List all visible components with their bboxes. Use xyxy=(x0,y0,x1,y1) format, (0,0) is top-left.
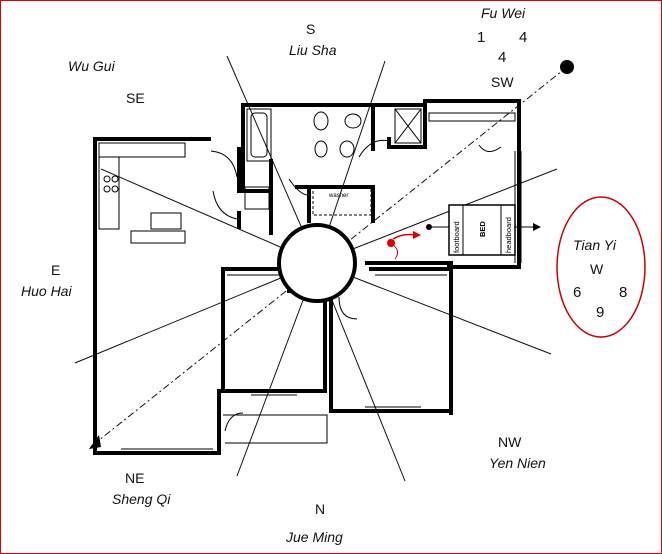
label-southeast: SE xyxy=(126,90,145,106)
toilet xyxy=(313,111,329,131)
stove-burner xyxy=(111,185,119,193)
label-south: S xyxy=(306,21,316,37)
bed-pointer-dot xyxy=(426,224,432,230)
closet-shelf xyxy=(428,112,516,122)
stove-burner xyxy=(103,185,111,193)
shower xyxy=(394,108,422,144)
bathtub-inner xyxy=(250,112,268,158)
kitchen-counter xyxy=(98,142,186,158)
walls xyxy=(93,99,521,455)
label-east: E xyxy=(51,262,61,278)
bed-frame xyxy=(448,204,516,256)
tian-yi-number: 9 xyxy=(596,304,605,321)
door-arc xyxy=(210,150,238,178)
kitchen-fixture xyxy=(244,186,270,210)
fu-wei-number: 4 xyxy=(519,29,528,46)
door-arc xyxy=(478,144,502,152)
tian-yi-number: 8 xyxy=(619,284,628,301)
label-fu-wei: Fu Wei xyxy=(481,5,526,21)
toilet xyxy=(314,140,328,158)
label-sheng-qi: Sheng Qi xyxy=(112,491,171,507)
label-southwest: SW xyxy=(491,74,514,90)
fixtures xyxy=(98,108,522,450)
sink xyxy=(344,113,362,129)
tian-yi-ellipse xyxy=(556,196,646,338)
kitchen-counter xyxy=(98,156,120,230)
center-circle xyxy=(277,223,357,303)
headboard-arrowhead xyxy=(533,223,541,231)
bathtub xyxy=(246,108,272,162)
door-arc xyxy=(288,178,312,196)
label-yen-nien: Yen Nien xyxy=(489,455,546,471)
left-wing-wall xyxy=(93,137,221,455)
fu-wei-number: 1 xyxy=(477,29,486,46)
sw-axis-dot xyxy=(560,60,574,74)
sector-line xyxy=(74,262,318,364)
footboard-label: footboard xyxy=(452,221,461,253)
bedroom-wall xyxy=(329,291,453,413)
label-jue-ming: Jue Ming xyxy=(286,529,343,545)
stove-burner xyxy=(111,175,119,183)
sink xyxy=(339,140,355,158)
direction-arrow xyxy=(392,233,416,240)
washer-label: washer xyxy=(328,193,348,199)
tian-yi-number: 6 xyxy=(573,284,582,301)
stove-burner xyxy=(103,175,111,183)
label-northeast: NE xyxy=(125,470,145,486)
label-wu-gui: Wu Gui xyxy=(68,58,115,74)
direction-arrowhead xyxy=(413,231,421,239)
bed-label: BED xyxy=(478,221,487,237)
door-arc xyxy=(358,139,390,158)
door-arc xyxy=(224,412,244,432)
kitchen-counter xyxy=(130,230,186,244)
label-west: W xyxy=(590,261,604,277)
corridor-outline xyxy=(223,414,328,444)
sector-line xyxy=(316,262,552,355)
label-huo-hai: Huo Hai xyxy=(21,283,72,299)
door-arc xyxy=(338,296,358,320)
door-arcs xyxy=(210,139,502,432)
direction-arc xyxy=(392,244,399,260)
fu-wei-number: 4 xyxy=(498,49,507,66)
label-north: N xyxy=(315,501,326,517)
bed: footboard BED headboard xyxy=(448,204,516,256)
bath-wall xyxy=(241,99,521,269)
door-arc xyxy=(212,190,238,220)
bedroom-wall xyxy=(221,267,327,393)
washer-closet xyxy=(312,186,372,216)
kitchen-wall xyxy=(237,147,273,193)
bath-wall xyxy=(387,103,427,149)
label-liu-sha: Liu Sha xyxy=(289,42,337,58)
headboard-label: headboard xyxy=(504,217,513,253)
label-northwest: NW xyxy=(498,434,522,450)
label-tian-yi: Tian Yi xyxy=(573,237,616,253)
kitchen-sink xyxy=(150,212,182,230)
